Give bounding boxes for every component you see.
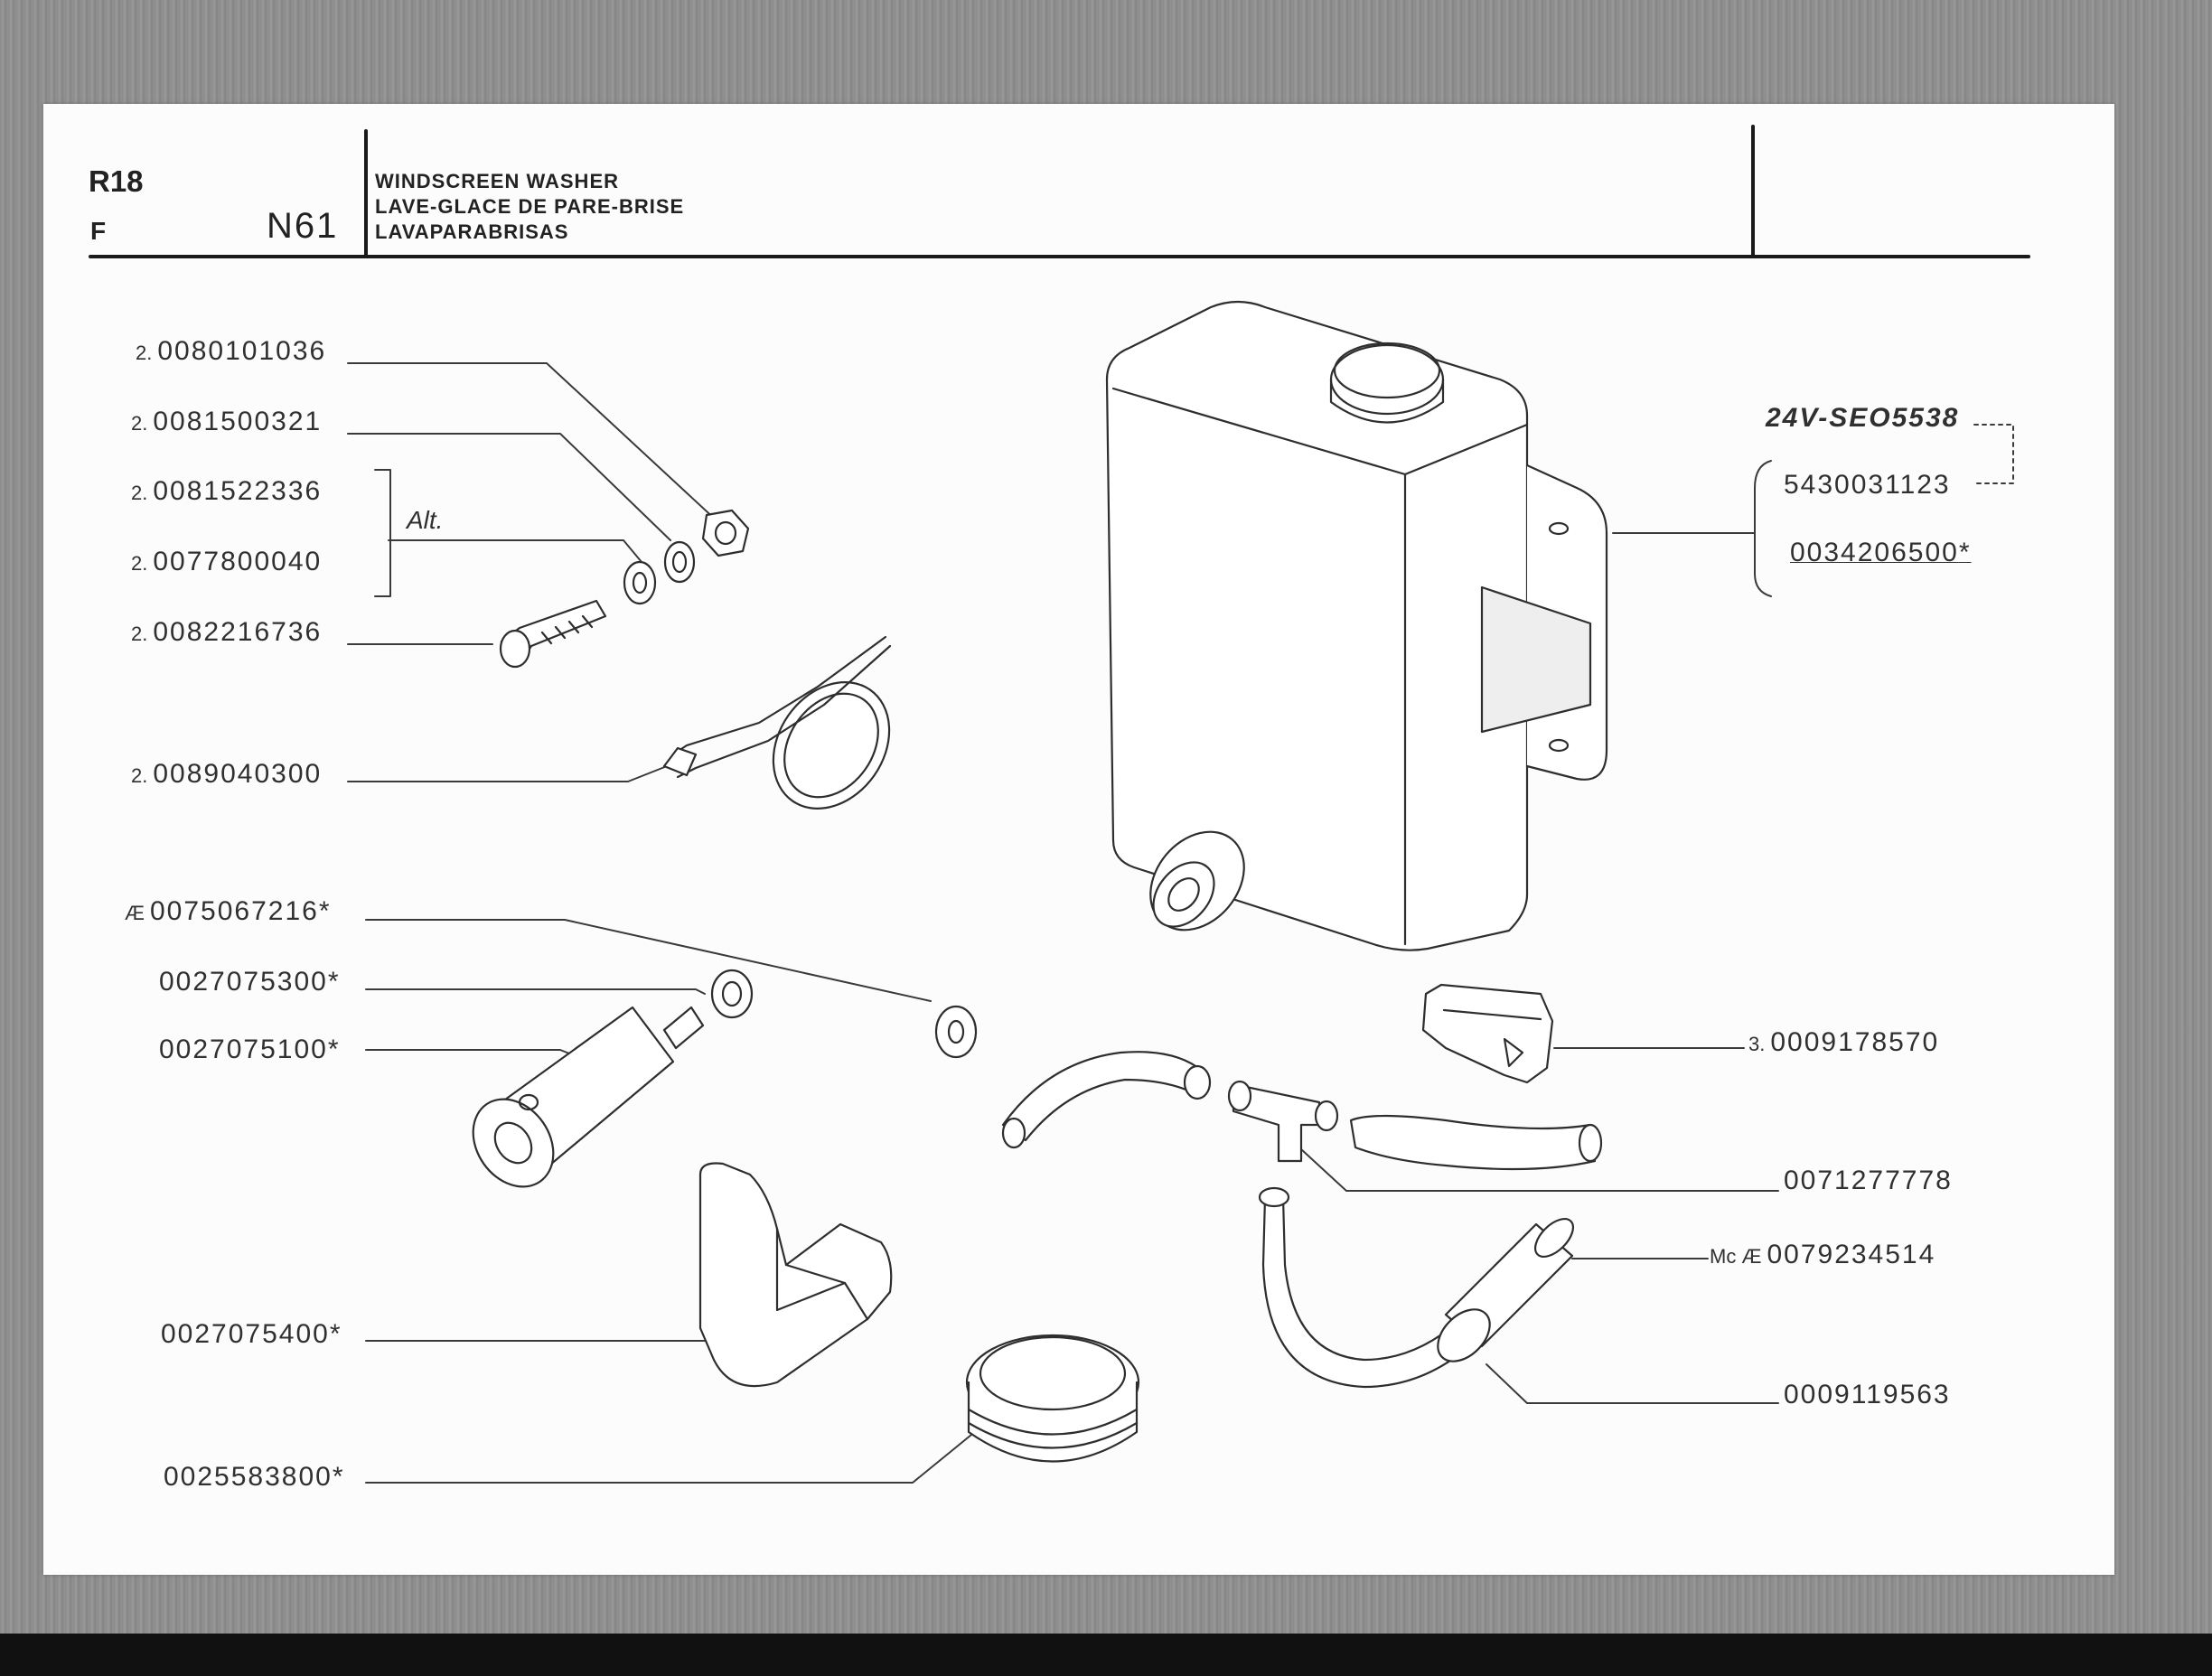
elbow-hose: [1258, 1186, 1466, 1389]
part-label: 0034206500*: [1790, 538, 1972, 567]
part-label: 0027075100*: [159, 1035, 341, 1064]
filler-strainer: [965, 1334, 1140, 1463]
leader-nut: [347, 362, 719, 523]
alt-brace: [374, 469, 391, 597]
part-label: 0025583800*: [164, 1462, 345, 1492]
leader-hose: [1300, 1148, 1779, 1192]
part-label: 2.0081500321: [131, 407, 323, 436]
leader-dashed-bracket: [1973, 424, 2014, 484]
washer-hose: [1001, 1051, 1603, 1171]
film-edge: [0, 1634, 2212, 1676]
alt-label: Alt.: [407, 506, 444, 534]
leader-seal-ring: [365, 988, 706, 995]
part-label: 2.0089040300: [131, 759, 323, 789]
t-connector: [1227, 1080, 1339, 1163]
leader-clamp: [347, 765, 668, 782]
seal-ring: [710, 969, 754, 1019]
group-code: N61: [267, 206, 339, 246]
hose-clamp: [662, 635, 892, 810]
leader-washer: [347, 433, 671, 541]
pump-cover: [698, 1162, 893, 1388]
spring-washer: [663, 540, 696, 584]
washer-pump: [472, 1006, 705, 1188]
hose-clip: [1421, 983, 1554, 1084]
region-code: F: [90, 217, 107, 245]
washer-nozzle: [1437, 1218, 1574, 1362]
part-label: 3.0009178570: [1748, 1027, 1940, 1057]
washer-reservoir: [1105, 300, 1608, 951]
flat-washer: [623, 560, 657, 605]
part-label: 0071277778: [1784, 1166, 1953, 1195]
model-code: R18: [89, 164, 144, 198]
parts-sheet: [43, 104, 2114, 1575]
part-label: 2.0077800040: [131, 547, 323, 576]
leader-elbow: [1486, 1363, 1779, 1404]
leader-grommet: [365, 919, 932, 1002]
part-label: 2.0080101036: [136, 336, 327, 366]
bolt: [499, 599, 607, 669]
title-fr: LAVE-GLACE DE PARE-BRISE: [375, 195, 685, 218]
title-en: WINDSCREEN WASHER: [375, 170, 620, 192]
part-label: 5430031123: [1784, 470, 1951, 500]
part-label: 2.0082216736: [131, 617, 323, 647]
part-label: 0027075300*: [159, 967, 341, 997]
part-label: 24V-SEO5538: [1766, 403, 1960, 433]
part-label: 0009119563: [1784, 1380, 1951, 1409]
leader-pump-cover: [365, 1327, 724, 1342]
hex-nut: [701, 509, 750, 557]
title-es: LAVAPARABRISAS: [375, 220, 569, 243]
reservoir-brace: [1754, 460, 1772, 597]
leader-filler-cap: [365, 1434, 972, 1484]
grommet: [934, 1005, 978, 1059]
leader-alt-washer: [388, 539, 642, 563]
leader-pump: [365, 1049, 579, 1058]
part-label: 2.0081522336: [131, 476, 323, 506]
part-label: 0027075400*: [161, 1319, 342, 1349]
